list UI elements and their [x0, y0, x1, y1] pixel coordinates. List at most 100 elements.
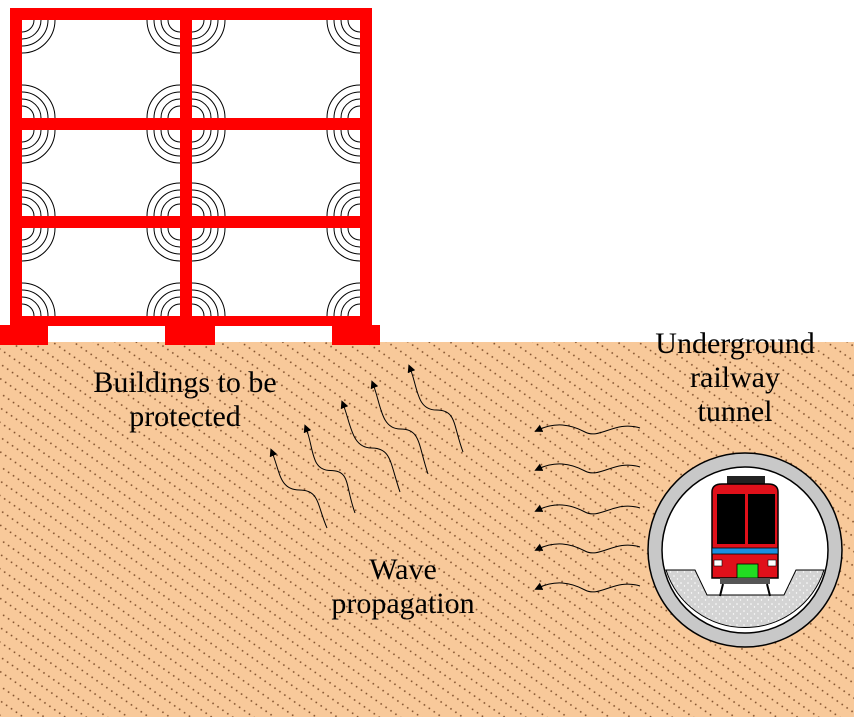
vibration-arc-icon	[21, 19, 42, 40]
vibration-arc-icon	[21, 282, 56, 317]
vibration-arc-icon	[333, 189, 361, 217]
vibration-arc-icon	[326, 129, 361, 164]
vibration-arc-icon	[191, 227, 219, 255]
vibration-arc-icon	[21, 182, 56, 217]
vibration-arc-icon	[21, 227, 49, 255]
vibration-arc-icon	[21, 19, 49, 47]
vibration-arc-icon	[333, 289, 361, 317]
vibration-arc-icon	[167, 129, 181, 143]
vibration-arc-icon	[191, 129, 226, 164]
vibration-arc-icon	[191, 227, 226, 262]
vibration-arc-icon	[340, 98, 361, 119]
train-icon	[711, 476, 779, 597]
vibration-arc-icon	[191, 303, 205, 317]
building-frame-icon	[0, 8, 380, 345]
vibration-arc-icon	[21, 84, 56, 119]
buildings-label-line-1: Buildings to be	[93, 366, 277, 399]
vibration-arc-icon	[167, 227, 181, 241]
vibration-arc-icon	[191, 129, 212, 150]
vibration-arc-icon	[333, 227, 361, 255]
vibration-arc-icon	[146, 182, 181, 217]
vibration-arc-icon	[191, 282, 226, 317]
vibration-arc-icon	[21, 196, 42, 217]
vibration-arc-icon	[167, 105, 181, 119]
wave-label-line-2: propagation	[331, 587, 475, 620]
tunnel-label-line-1: Underground	[655, 327, 815, 360]
vibration-arc-icon	[340, 129, 361, 150]
vibration-arc-icon	[21, 296, 42, 317]
vibration-arc-icon	[160, 98, 181, 119]
vibration-arc-icon	[21, 129, 56, 164]
wave-arrow-icon	[534, 424, 641, 435]
vibration-arc-icon	[160, 19, 181, 40]
vibration-arc-icon	[21, 105, 35, 119]
vibration-arc-icon	[191, 296, 212, 317]
vibration-arcs	[21, 19, 361, 317]
wave-arrow-icon	[534, 582, 641, 593]
wave-arrow-icon	[303, 424, 356, 514]
vibration-arc-icon	[21, 19, 56, 54]
vibration-arc-icon	[167, 203, 181, 217]
vibration-arc-icon	[347, 19, 361, 33]
wave-label-line-1: Wave	[369, 553, 437, 586]
vibration-arc-icon	[21, 98, 42, 119]
vibration-arc-icon	[153, 189, 181, 217]
tunnel-label: Underground railway tunnel	[630, 327, 840, 429]
vibration-arc-icon	[21, 129, 49, 157]
vibration-arc-icon	[153, 227, 181, 255]
vibration-arc-icon	[326, 282, 361, 317]
wave-arrow-icon	[370, 380, 429, 475]
vibration-arc-icon	[21, 289, 49, 317]
tunnel-label-line-2: railway	[690, 361, 780, 394]
wave-arrow-icon	[340, 400, 401, 493]
vibration-arc-icon	[160, 296, 181, 317]
buildings-label: Buildings to be protected	[50, 366, 320, 434]
vibration-arc-icon	[347, 105, 361, 119]
vibration-arc-icon	[191, 91, 219, 119]
vibration-arc-icon	[191, 98, 212, 119]
vibration-arc-icon	[191, 19, 212, 40]
wave-arrow-icon	[269, 448, 328, 529]
vibration-arc-icon	[160, 227, 181, 248]
vibration-arc-icon	[191, 189, 219, 217]
wave-arrow-icon	[407, 364, 464, 453]
vibration-arc-icon	[191, 105, 205, 119]
vibration-arc-icon	[333, 91, 361, 119]
vibration-arc-icon	[326, 227, 361, 262]
vibration-arc-icon	[21, 129, 35, 143]
vibration-arc-icon	[153, 91, 181, 119]
wave-arrow-icon	[534, 543, 641, 554]
vibration-arc-icon	[191, 19, 219, 47]
vibration-arc-icon	[340, 196, 361, 217]
vibration-arc-icon	[191, 19, 226, 54]
vibration-arc-icon	[21, 203, 35, 217]
vibration-arc-icon	[191, 182, 226, 217]
buildings-label-line-2: protected	[129, 400, 241, 433]
vibration-arc-icon	[191, 196, 212, 217]
vibration-arc-icon	[160, 196, 181, 217]
vibration-arc-icon	[347, 129, 361, 143]
vibration-arc-icon	[146, 129, 181, 164]
vibration-arc-icon	[191, 84, 226, 119]
vibration-arc-icon	[191, 227, 212, 248]
vibration-arc-icon	[191, 203, 205, 217]
vibration-arc-icon	[333, 129, 361, 157]
vibration-arc-icon	[333, 19, 361, 47]
vibration-arc-icon	[146, 19, 181, 54]
vibration-arc-icon	[21, 19, 35, 33]
vibration-arc-icon	[167, 303, 181, 317]
vibration-arc-icon	[153, 289, 181, 317]
vibration-arc-icon	[146, 227, 181, 262]
vibration-arc-icon	[340, 296, 361, 317]
vibration-arc-icon	[191, 289, 219, 317]
wave-arrow-icon	[534, 463, 641, 474]
track-ballast	[665, 569, 825, 629]
vibration-arc-icon	[21, 227, 42, 248]
vibration-arc-icon	[347, 203, 361, 217]
tunnel-label-line-3: tunnel	[697, 395, 773, 428]
vibration-arc-icon	[146, 282, 181, 317]
vibration-arc-icon	[347, 303, 361, 317]
vibration-arc-icon	[326, 19, 361, 54]
